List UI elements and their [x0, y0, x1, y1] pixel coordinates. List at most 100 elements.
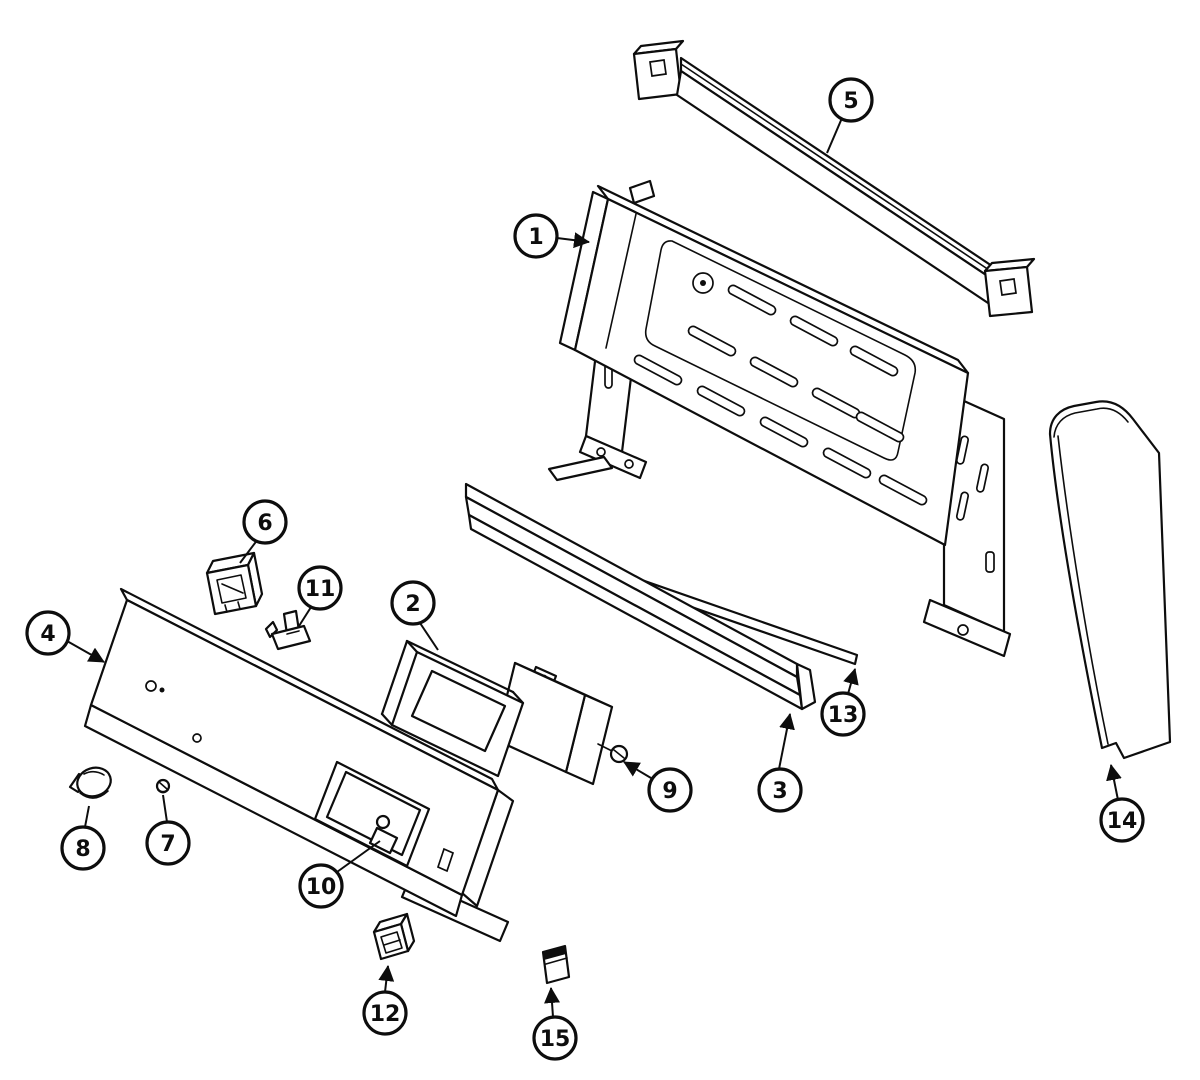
callout-circle — [145, 820, 191, 866]
callout-circle — [828, 77, 874, 123]
channel-top-flange — [464, 482, 799, 679]
callout-8: 8 — [60, 825, 106, 871]
leader-10 — [336, 840, 381, 873]
switch-rocker-line — [383, 939, 401, 946]
bezel-depth-line — [405, 639, 515, 694]
part-14-side-trim-panel — [1048, 400, 1172, 760]
leader-7 — [162, 794, 168, 823]
part-7-screw — [155, 778, 171, 794]
callout-circle — [647, 767, 693, 813]
block-front — [205, 563, 258, 616]
channel-tab — [547, 455, 614, 482]
part-4-control-panel — [83, 587, 515, 943]
callout-13: 13 — [820, 691, 866, 737]
clock-shaft — [597, 743, 613, 752]
leader-14 — [1106, 764, 1122, 801]
side-panel-top-line — [1053, 407, 1129, 438]
vent-slot — [687, 325, 737, 357]
callout-number: 14 — [1107, 809, 1138, 834]
leader-15 — [544, 987, 561, 1018]
callouts: 1 2 3 4 5 6 7 8 — [25, 77, 1145, 1061]
rail-right-hole — [999, 278, 1017, 296]
callout-number: 3 — [772, 779, 787, 804]
key-ball — [375, 814, 391, 830]
callout-5: 5 — [828, 77, 874, 123]
leader-lines — [66, 117, 1122, 1018]
callout-circle — [820, 691, 866, 737]
part-10-switch-key — [368, 814, 399, 855]
callout-circle — [513, 213, 559, 259]
leader-4 — [66, 640, 105, 663]
callout-number: 10 — [306, 875, 337, 900]
key-body — [368, 826, 399, 855]
leader-2 — [419, 622, 439, 651]
display-opening-inner — [325, 770, 422, 857]
callout-number: 7 — [160, 832, 175, 857]
part-2-display-bezel — [380, 639, 525, 778]
callout-circle — [60, 825, 106, 871]
callout-12: 12 — [362, 990, 408, 1036]
bezel-depth-line — [380, 712, 394, 727]
clip-fold — [286, 630, 300, 635]
vent-slot — [696, 385, 746, 417]
part-1-rear-panel — [558, 179, 1012, 658]
vent-slot — [849, 345, 899, 377]
knob-skirt — [79, 790, 109, 799]
panel-hole — [145, 680, 157, 692]
leader-12 — [378, 965, 395, 993]
callout-circle — [757, 767, 803, 813]
clip-base — [270, 624, 312, 651]
block-terminal — [224, 604, 228, 613]
channel-end-cap — [795, 662, 817, 711]
callout-7: 7 — [145, 820, 191, 866]
panel-top-tab — [628, 179, 656, 205]
clip-hook — [264, 620, 279, 639]
bezel-depth-line — [405, 639, 419, 654]
part-9-clock-unit — [494, 661, 629, 786]
callout-number: 13 — [828, 703, 859, 728]
panel-dot — [159, 687, 165, 693]
clip-dark-edge — [543, 946, 566, 960]
callout-number: 9 — [662, 779, 677, 804]
callout-15: 15 — [532, 1015, 578, 1061]
vent-slot — [878, 474, 928, 506]
callout-11: 11 — [297, 565, 343, 611]
bezel-opening — [410, 669, 507, 753]
knob-body — [76, 766, 112, 798]
callout-9: 9 — [647, 767, 693, 813]
rail-left-hole — [649, 59, 667, 77]
leader-3 — [778, 713, 795, 770]
block-mark — [221, 583, 244, 594]
part-6-switch-block — [205, 551, 264, 616]
leader-13 — [843, 668, 859, 695]
part-15-clip — [541, 944, 571, 985]
leader-5 — [826, 117, 843, 154]
vent-slot — [789, 315, 839, 347]
callout-number: 1 — [528, 225, 543, 250]
vent-slot — [749, 356, 799, 388]
panel-recess-outline — [644, 240, 917, 461]
leader-1 — [556, 232, 590, 249]
callout-4: 4 — [25, 610, 71, 656]
vent-slot — [955, 435, 970, 465]
part-11-clip-bracket — [264, 609, 312, 651]
screw-slot — [158, 781, 168, 790]
callout-circle — [532, 1015, 578, 1061]
callout-3: 3 — [757, 767, 803, 813]
callout-number: 2 — [405, 592, 420, 617]
column-slot — [985, 551, 995, 573]
vent-slot — [855, 411, 905, 443]
callout-number: 6 — [257, 511, 272, 536]
clip-fold-line — [545, 957, 568, 965]
knob-face-line — [83, 770, 105, 776]
vent-slot — [955, 491, 970, 521]
part-5-top-rail — [632, 39, 1036, 318]
switch-front — [372, 922, 410, 961]
callout-number: 15 — [540, 1027, 571, 1052]
vent-slot — [759, 416, 809, 448]
callout-circle — [1099, 797, 1145, 843]
vent-slot — [822, 447, 872, 479]
part-3-support-channel — [464, 455, 817, 711]
callout-number: 5 — [843, 89, 858, 114]
callout-1: 1 — [513, 213, 559, 259]
